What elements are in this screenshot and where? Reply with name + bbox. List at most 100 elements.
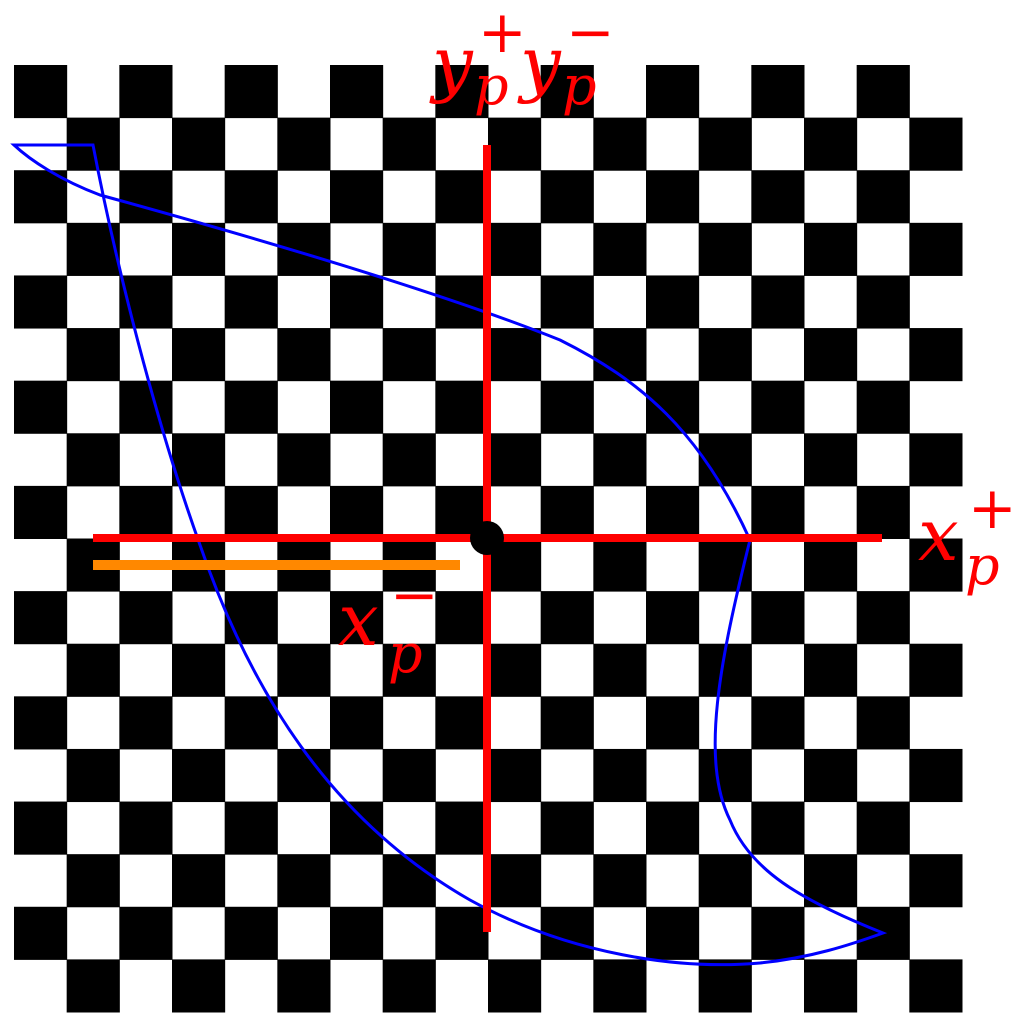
checker-square — [382, 328, 436, 382]
checker-square — [224, 801, 278, 855]
checker-square — [646, 170, 700, 224]
checker-square — [119, 380, 173, 434]
checker-square — [646, 380, 700, 434]
checker-square — [804, 643, 858, 697]
checker-square — [172, 959, 226, 1013]
checker-square — [540, 485, 594, 539]
checker-square — [172, 222, 226, 276]
checker-square — [435, 591, 489, 645]
checker-square — [593, 959, 647, 1013]
checker-square — [435, 906, 489, 960]
checker-square — [119, 696, 173, 750]
checker-square — [540, 696, 594, 750]
checker-square — [909, 433, 963, 487]
checker-square — [593, 222, 647, 276]
checker-square — [488, 959, 542, 1013]
checker-square — [804, 117, 858, 171]
checker-square — [66, 959, 120, 1013]
checker-square — [909, 854, 963, 908]
checker-square — [593, 643, 647, 697]
checker-square — [382, 959, 436, 1013]
checker-square — [593, 117, 647, 171]
checker-square — [698, 117, 752, 171]
checker-square — [382, 854, 436, 908]
label-x-plus: x p + — [918, 474, 1017, 597]
checker-square — [277, 854, 331, 908]
checker-square — [382, 748, 436, 803]
checker-square — [856, 65, 910, 119]
checker-square — [856, 591, 910, 645]
checker-square — [277, 643, 331, 697]
checker-square — [330, 906, 384, 960]
checker-square — [488, 328, 542, 382]
checker-square — [804, 222, 858, 276]
checker-square — [172, 117, 226, 171]
checker-square — [382, 222, 436, 276]
checker-square — [540, 275, 594, 329]
checker-square — [804, 328, 858, 382]
checker-square — [698, 433, 752, 487]
checker-square — [751, 65, 805, 119]
checker-square — [119, 906, 173, 960]
checker-square — [698, 222, 752, 276]
checker-square — [224, 485, 278, 539]
checker-square — [14, 275, 68, 329]
checker-square — [119, 801, 173, 855]
checker-square — [382, 433, 436, 487]
checker-square — [172, 643, 226, 697]
checker-square — [224, 275, 278, 329]
checker-square — [593, 433, 647, 487]
checker-square — [14, 485, 68, 539]
checker-square — [804, 433, 858, 487]
checker-square — [488, 117, 542, 171]
checker-square — [540, 65, 594, 119]
checker-square — [119, 485, 173, 539]
checker-square — [540, 591, 594, 645]
checker-square — [646, 591, 700, 645]
checker-square — [804, 854, 858, 908]
checker-square — [277, 959, 331, 1013]
checker-square — [435, 275, 489, 329]
checker-square — [751, 275, 805, 329]
checker-square — [224, 65, 278, 119]
checker-square — [698, 959, 752, 1013]
checker-square — [909, 222, 963, 276]
checker-square — [593, 328, 647, 382]
checker-square — [540, 170, 594, 224]
checker-square — [856, 275, 910, 329]
checker-square — [909, 328, 963, 382]
checker-square — [909, 748, 963, 803]
checker-square — [698, 854, 752, 908]
checker-square — [488, 433, 542, 487]
checker-square — [751, 696, 805, 750]
checker-square — [804, 538, 858, 592]
checker-square — [909, 643, 963, 697]
blue-contour-curve — [10, 143, 888, 967]
checker-square — [593, 854, 647, 908]
checker-square — [66, 748, 120, 803]
checker-square — [172, 433, 226, 487]
checker-square — [14, 801, 68, 855]
checker-square — [224, 170, 278, 224]
checker-square — [540, 906, 594, 960]
checker-square — [172, 328, 226, 382]
checker-square — [66, 433, 120, 487]
checker-square — [14, 65, 68, 119]
label-y-plus: y p + — [429, 0, 527, 117]
label-y-minus: y p − — [517, 0, 615, 117]
checker-square — [14, 380, 68, 434]
checker-square — [856, 170, 910, 224]
checker-square — [804, 748, 858, 803]
checker-square — [856, 801, 910, 855]
checker-square — [488, 643, 542, 697]
checker-square — [593, 538, 647, 592]
checker-square — [435, 801, 489, 855]
checker-square — [856, 696, 910, 750]
checker-square — [382, 117, 436, 171]
checker-square — [119, 65, 173, 119]
checker-square — [277, 328, 331, 382]
label-x-minus: x p − — [338, 561, 439, 685]
checker-square — [698, 748, 752, 803]
checker-square — [66, 328, 120, 382]
checker-square — [330, 275, 384, 329]
